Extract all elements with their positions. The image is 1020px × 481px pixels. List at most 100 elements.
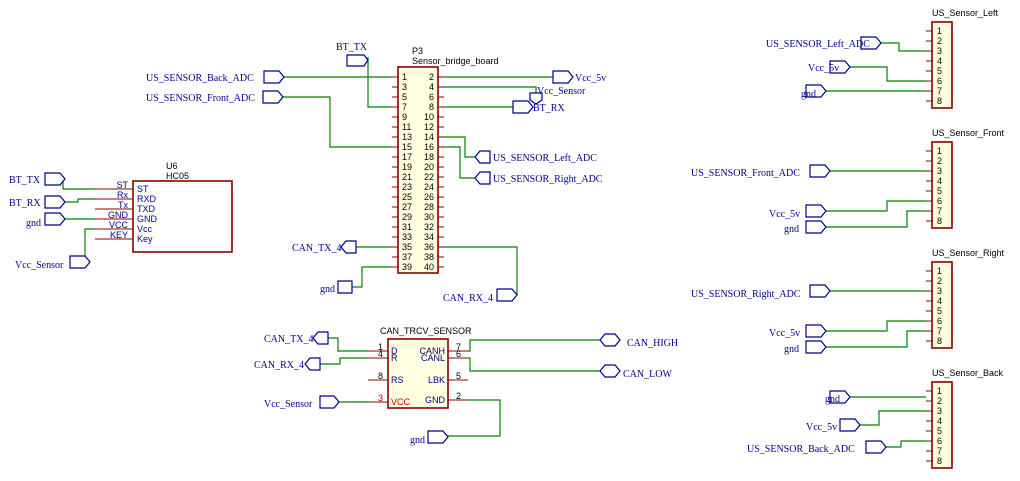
u6-bt-rx-label: BT_RX (9, 198, 41, 209)
p3-pin-number: 17 (402, 152, 412, 162)
connector-right-title: US_Sensor_Right (932, 248, 1005, 258)
p3-pin-number: 5 (402, 92, 407, 102)
connector-pin-number: 3 (937, 406, 942, 416)
u6-pin-name: Tx (118, 200, 128, 210)
connector-pin-number: 7 (937, 446, 942, 456)
connector-right-body (931, 261, 953, 349)
connector-pin-number: 1 (937, 26, 942, 36)
can-pin-name: CANL (421, 353, 445, 363)
u6-net-labels: BT_TX BT_RX gnd Vcc_Sensor (9, 172, 91, 271)
u6-pin-name: KEY (110, 230, 128, 240)
p3-pin-number: 33 (402, 232, 412, 242)
p3-can-rx-label: CAN_RX_4 (443, 293, 493, 304)
p3-front-adc-label: US_SENSOR_Front_ADC (146, 93, 255, 104)
p3-body (397, 66, 439, 274)
p3-pin-number: 31 (402, 222, 412, 232)
p3-component[interactable]: P3 Sensor_bridge_board 13579111315171921… (392, 46, 499, 274)
can-pin-name: VCC (391, 397, 411, 407)
u6-wires (62, 179, 95, 260)
u6-gnd-flag (44, 212, 66, 226)
p3-left-adc-flag (474, 150, 491, 164)
back-adc-flag (865, 440, 887, 454)
p3-gnd-label: gnd (320, 284, 335, 295)
front-adc-flag (809, 164, 831, 178)
back-gnd-flag (829, 390, 851, 404)
p3-vcc-5v-label: Vcc_5v (575, 73, 606, 84)
right-vcc-flag (805, 324, 827, 338)
p3-pin-number: 12 (424, 122, 434, 132)
can-gnd-label: gnd (410, 435, 425, 446)
p3-pin-number: 39 (402, 262, 412, 272)
front-vcc-flag (805, 204, 827, 218)
connector-pin-number: 4 (937, 296, 942, 306)
front-adc-label: US_SENSOR_Front_ADC (691, 168, 800, 179)
p3-pin-number: 7 (402, 102, 407, 112)
can-body (387, 338, 449, 409)
connector-pin-number: 2 (937, 156, 942, 166)
connector-pin-number: 2 (937, 276, 942, 286)
back-adc-label: US_SENSOR_Back_ADC (747, 444, 855, 455)
connector-pin-number: 6 (937, 196, 942, 206)
p3-pin-number: 35 (402, 242, 412, 252)
u6-body (132, 180, 233, 253)
p3-value: Sensor_bridge_board (412, 56, 499, 66)
p3-pin-number: 24 (424, 182, 434, 192)
right-adc-flag (809, 284, 831, 298)
can-value: CAN_TRCV_SENSOR (380, 326, 472, 336)
p3-pin-number: 34 (424, 232, 434, 242)
can-pin-number: 1 (378, 342, 383, 352)
can-pin-number: 3 (378, 393, 383, 403)
p3-pins: 1357911131517192123252729313335373924681… (392, 72, 444, 272)
p3-bt-rx-label: BT_RX (533, 103, 565, 114)
connector-pin-number: 6 (937, 76, 942, 86)
can-wires (310, 337, 605, 437)
left-gnd-label: gnd (801, 89, 816, 100)
u6-pin-function: ST (137, 184, 149, 194)
u6-vcc-sensor-label: Vcc_Sensor (15, 260, 64, 271)
right-vcc-label: Vcc_5v (769, 328, 800, 339)
p3-back-adc-label: US_SENSOR_Back_ADC (146, 73, 254, 84)
left-gnd-flag (805, 84, 827, 98)
connector-pin-number: 3 (937, 166, 942, 176)
connector-left-body (931, 21, 953, 109)
front-gnd-label: gnd (784, 224, 799, 235)
can-high-label: CAN_HIGH (627, 338, 678, 349)
p3-pin-number: 4 (429, 82, 434, 92)
can-pin-number: 7 (456, 342, 461, 352)
p3-bt-tx-label: BT_TX (336, 42, 368, 53)
right-gnd-flag (805, 340, 827, 354)
can-vcc-sensor-flag (319, 395, 340, 409)
p3-left-adc-label: US_SENSOR_Left_ADC (493, 153, 597, 164)
back-vcc-label: Vcc_5v (806, 422, 837, 433)
connector-pin-number: 2 (937, 36, 942, 46)
connector-pin-number: 5 (937, 306, 942, 316)
left-vcc-flag (829, 60, 851, 74)
connector-pin-number: 7 (937, 206, 942, 216)
p3-pin-number: 9 (402, 112, 407, 122)
connector-net-labels: US_SENSOR_Left_ADC Vcc_5v gnd US_SENSOR_… (691, 36, 887, 455)
p3-pin-number: 3 (402, 82, 407, 92)
p3-can-rx-flag (496, 288, 518, 302)
can-high-flag (599, 333, 621, 347)
connector-pin-number: 5 (937, 66, 942, 76)
u6-pin-function: TXD (137, 204, 156, 214)
u6-pin-function: Vcc (137, 224, 153, 234)
p3-ref: P3 (412, 46, 423, 56)
p3-gnd-flag (337, 280, 353, 294)
connector-wires (823, 42, 926, 448)
can-tx-label: CAN_TX_4 (264, 334, 313, 345)
u6-ref: U6 (166, 161, 178, 171)
u6-bt-tx-flag (44, 172, 66, 186)
connector-pin-number: 8 (937, 336, 942, 346)
can-rx-flag (304, 357, 321, 371)
can-pin-name: RS (391, 375, 404, 385)
p3-back-adc-flag (263, 70, 285, 84)
